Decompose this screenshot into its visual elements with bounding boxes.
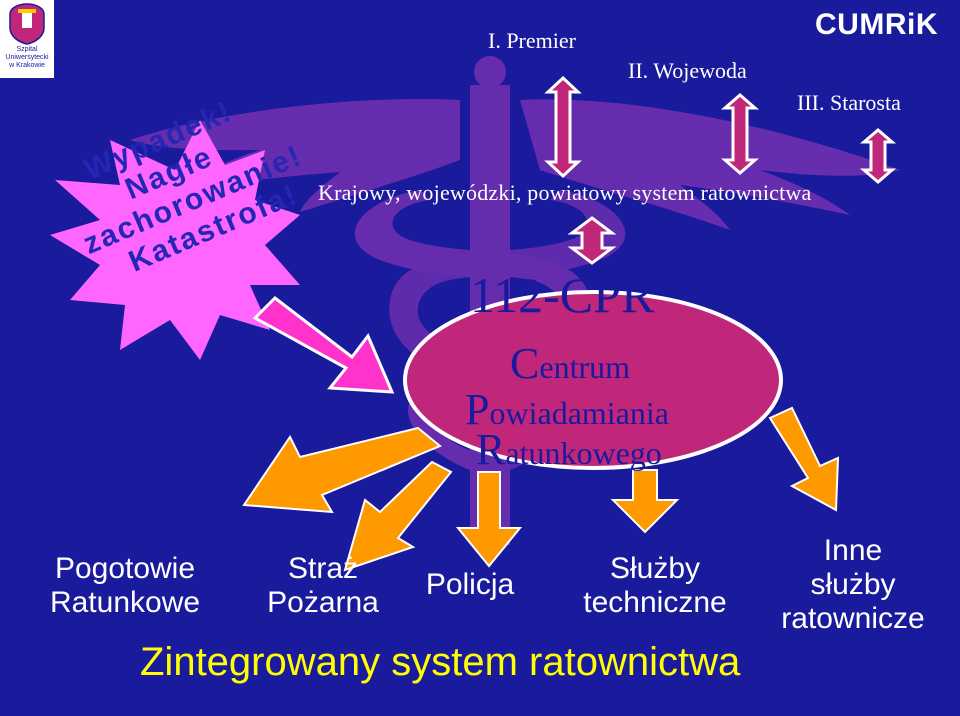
- service-other: Inne służby ratownicze: [758, 534, 948, 636]
- coat-of-arms-icon: [9, 3, 45, 45]
- brand-label: CUMRiK: [815, 8, 938, 41]
- logo-line-1: Szpital: [16, 46, 38, 53]
- cpr-initial-2: P: [465, 385, 490, 434]
- footer-title: Zintegrowany system ratownictwa: [140, 640, 741, 684]
- level-double-arrows: [544, 75, 897, 265]
- cpr-line-2: Powiadamiania: [465, 384, 669, 435]
- service-technical: Służby techniczne: [560, 552, 750, 620]
- cpr-line-3: Ratunkowego: [476, 424, 662, 475]
- service-fire-line-2: Pożarna: [267, 586, 379, 619]
- service-technical-line-1: Służby: [609, 552, 701, 585]
- cpr-line-1: Centrum: [510, 338, 630, 389]
- logo-line-2: Uniwersytecki: [5, 54, 49, 61]
- cpr-initial-1: C: [510, 339, 540, 388]
- service-police-line-1: Policja: [425, 568, 515, 601]
- service-police: Policja: [405, 568, 535, 602]
- level-wojewoda: II. Wojewoda: [628, 58, 747, 83]
- service-ambulance: Pogotowie Ratunkowe: [30, 552, 220, 620]
- level-premier: I. Premier: [488, 28, 576, 53]
- cpr-initial-3: R: [476, 425, 506, 474]
- cpr-rest-1: entrum: [539, 349, 630, 385]
- level-starosta: III. Starosta: [797, 90, 901, 115]
- dispatch-arrows: [242, 406, 840, 572]
- service-ambulance-line-1: Pogotowie: [54, 552, 196, 585]
- star-to-center-arrow: [252, 296, 395, 394]
- service-other-line-3: ratownicze: [781, 602, 925, 635]
- service-other-line-2: służby: [810, 568, 896, 601]
- service-ambulance-line-2: Ratunkowe: [49, 586, 201, 619]
- service-technical-line-2: techniczne: [583, 586, 727, 619]
- service-fire: Straż Pożarna: [248, 552, 398, 620]
- hospital-logo: Szpital Uniwersytecki w Krakowie: [0, 0, 54, 78]
- cpr-rest-3: atunkowego: [505, 435, 662, 471]
- cpr-title: 112-CPR: [470, 267, 655, 323]
- service-fire-line-1: Straż: [287, 552, 359, 585]
- cpr-ellipse: [403, 290, 783, 470]
- cpr-rest-2: owiadamiania: [489, 395, 669, 431]
- alert-starburst: [50, 120, 300, 360]
- system-label: Krajowy, wojewódzki, powiatowy system ra…: [318, 180, 812, 205]
- logo-line-3: w Krakowie: [9, 62, 45, 69]
- service-other-line-1: Inne: [823, 534, 883, 567]
